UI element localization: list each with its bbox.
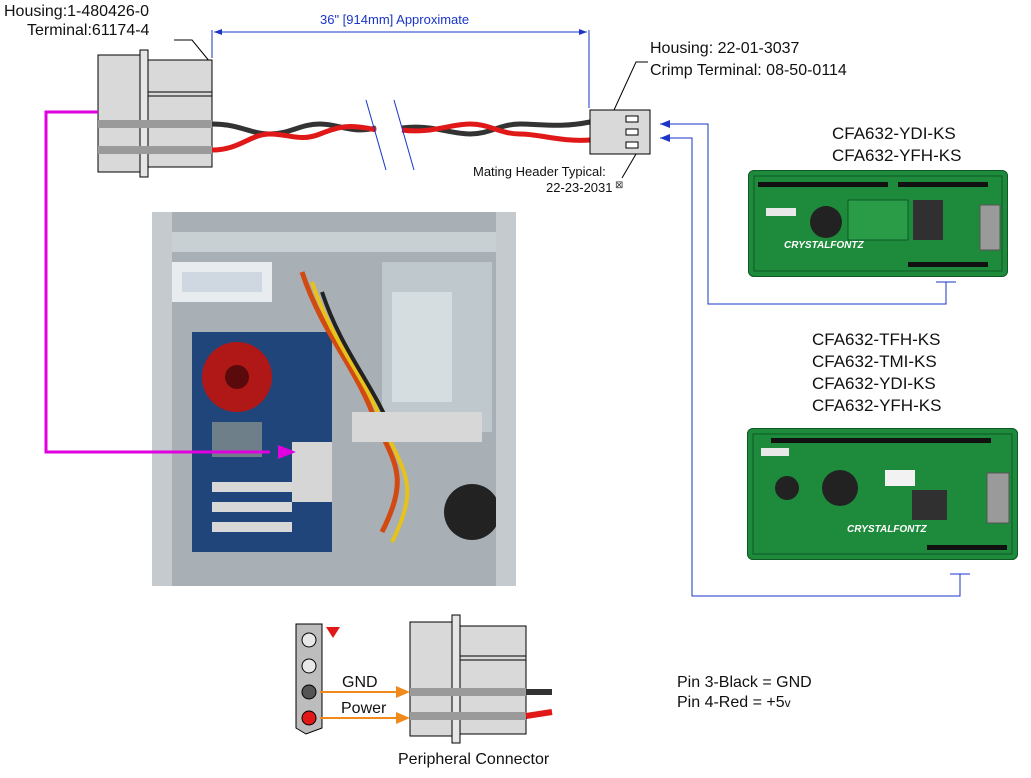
module-cables: [660, 120, 970, 597]
housing-left-label: Housing:1-480426-0: [4, 3, 149, 20]
left-label-leader: [174, 39, 211, 63]
gnd-label: GND: [342, 674, 378, 691]
dimension-label: 36" [914mm] Approximate: [320, 12, 470, 27]
power-label: Power: [341, 700, 387, 717]
mating-header-label: Mating Header Typical:: [473, 164, 606, 179]
pcb-brand-1: CRYSTALFONTZ: [784, 240, 865, 251]
molex-housing: ⊠: [589, 61, 651, 191]
peripheral-connector-bottom: [409, 614, 553, 744]
pcb-brand-2: CRYSTALFONTZ: [847, 524, 928, 535]
dimension-line: [211, 29, 590, 108]
svg-text:⊠: ⊠: [615, 180, 623, 191]
module-group2-line2: CFA632-TMI-KS: [812, 352, 937, 371]
pin-diagram: [295, 623, 340, 735]
connector-pointer: [44, 110, 296, 459]
display-module-pcb-2: CRYSTALFONTZ: [747, 428, 1018, 560]
terminal-left-label: Terminal:61174-4: [27, 22, 150, 39]
module-group1-line1: CFA632-YDI-KS: [832, 124, 956, 143]
module-group2-line1: CFA632-TFH-KS: [812, 330, 941, 349]
computer-interior-photo: [152, 212, 516, 586]
pin-arrows: [320, 686, 410, 724]
mating-header-part-number: 22-23-2031: [546, 180, 613, 195]
module-group1-line2: CFA632-YFH-KS: [832, 146, 962, 165]
pin4-note: Pin 4-Red = +5v: [677, 694, 791, 711]
pin3-note: Pin 3-Black = GND: [677, 674, 812, 691]
crimp-terminal-label: Crimp Terminal: 08-50-0114: [650, 62, 847, 79]
module-group2-line3: CFA632-YDI-KS: [812, 374, 936, 393]
peripheral-connector-caption: Peripheral Connector: [398, 751, 550, 768]
twisted-cable: [211, 99, 591, 171]
module-group2-line4: CFA632-YFH-KS: [812, 396, 942, 415]
peripheral-connector-top: [97, 49, 213, 178]
display-module-pcb-1: CRYSTALFONTZ: [748, 170, 1008, 277]
housing-right-label: Housing: 22-01-3037: [650, 40, 800, 57]
